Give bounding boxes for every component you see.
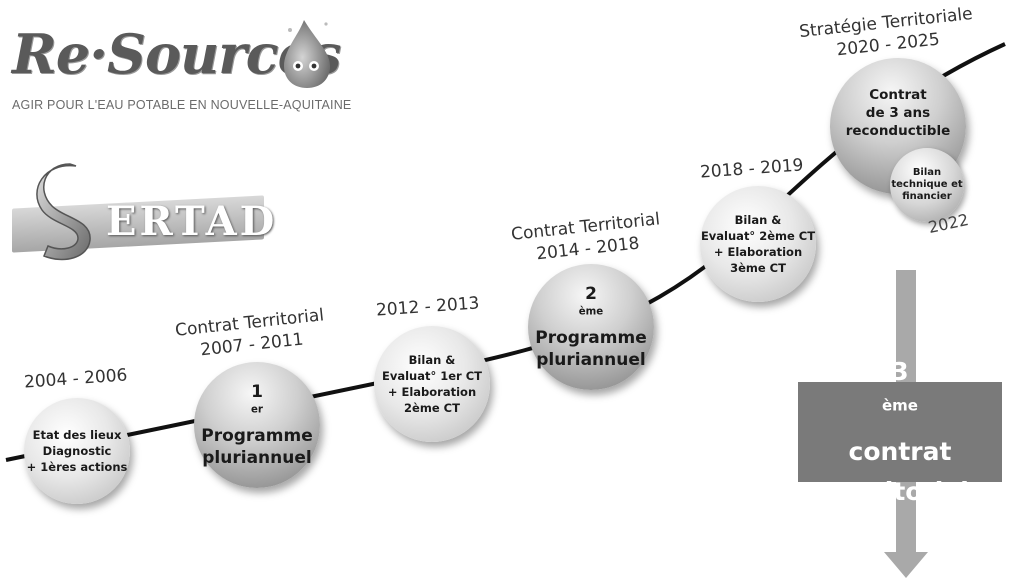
bilan-circle: Bilan technique et financier bbox=[890, 148, 964, 222]
milestone-circle-5: Bilan & Evaluat° 2ème CT + Elaboration 3… bbox=[700, 186, 816, 302]
milestone-circle-3: Bilan & Evaluat° 1er CT + Elaboration 2è… bbox=[374, 326, 490, 442]
sertad-s-emblem-icon bbox=[36, 163, 91, 261]
third-contract-line2: territorial bbox=[831, 477, 969, 506]
water-drop-mascot-icon bbox=[284, 20, 330, 88]
milestone-circle-1: Etat des lieux Diagnostic + 1ères action… bbox=[24, 398, 130, 504]
resources-logo: Re·Sources AGIR POUR L'EAU POTABLE EN NO… bbox=[6, 8, 351, 118]
sertad-logo-wordmark: ERTAD bbox=[106, 198, 278, 245]
sertad-logo: ERTAD bbox=[6, 160, 276, 270]
resources-logo-tagline: AGIR POUR L'EAU POTABLE EN NOUVELLE-AQUI… bbox=[12, 98, 352, 112]
